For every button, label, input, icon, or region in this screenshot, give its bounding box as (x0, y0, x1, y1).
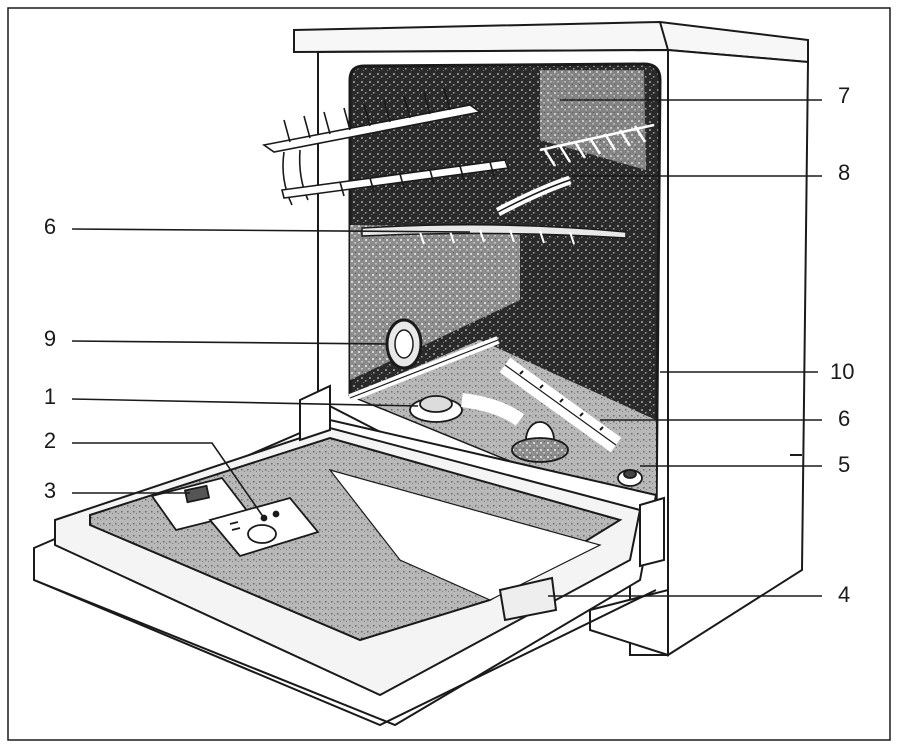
callout-leader-6a (71, 228, 471, 233)
callout-label-6b: 6 (838, 406, 850, 431)
callout-label-8: 8 (838, 160, 850, 185)
callout-label-5: 5 (838, 452, 850, 477)
door-dispensers (150, 476, 320, 558)
side-panel (667, 48, 810, 657)
figure-frame (7, 7, 891, 741)
pulled-out-basket (261, 87, 510, 206)
outlet-center (394, 329, 414, 359)
dispenser-marks (229, 521, 241, 531)
tub-floor (350, 340, 656, 520)
dispenser-dot (272, 510, 280, 518)
sump (511, 437, 569, 463)
callout-leader-2 (72, 442, 265, 519)
callouts: 7 8 6 9 10 1 6 2 5 3 4 (44, 83, 855, 607)
rack-runner (361, 224, 627, 239)
door-recess (328, 468, 602, 601)
basket-top-tines (283, 87, 451, 143)
lower-rack-rail (361, 224, 627, 245)
basket-side-wires (282, 149, 309, 206)
basket-top-rail (261, 104, 483, 153)
door-hinge-right (639, 496, 665, 568)
basket-lower-tines (339, 161, 495, 197)
upper-rail-right (539, 123, 655, 152)
rail-bar-outline (349, 339, 499, 399)
callout-leader-1 (71, 398, 419, 407)
worktop-edge (659, 21, 669, 51)
callout-label-6a: 6 (44, 214, 56, 239)
callout-label-9: 9 (44, 326, 56, 351)
upper-spray-arm-outline (497, 179, 571, 213)
door-hinge-left (299, 384, 331, 442)
spray-nozzles (519, 370, 604, 431)
door-edge (33, 579, 657, 727)
callout-leader-9 (71, 340, 389, 345)
dispenser-dial (247, 524, 277, 544)
callout-label-2: 2 (44, 428, 56, 453)
upper-tines-right (543, 125, 647, 167)
upper-basket (495, 123, 655, 216)
callout-label-1: 1 (44, 384, 56, 409)
lower-arm-pipe (461, 393, 525, 426)
tub-bottom-parts (348, 336, 643, 487)
door-handle (498, 576, 558, 622)
rack-tines (419, 229, 575, 245)
rinse-aid-indicator (183, 484, 211, 504)
callout-label-4: 4 (838, 582, 850, 607)
filter-center (623, 469, 637, 479)
callout-label-3: 3 (44, 478, 56, 503)
side-outlet (385, 318, 423, 370)
lower-spray-arm-outline (504, 364, 617, 446)
salt-cap (419, 395, 453, 413)
callout-label-10: 10 (830, 359, 854, 384)
callout-label-7: 7 (838, 83, 850, 108)
